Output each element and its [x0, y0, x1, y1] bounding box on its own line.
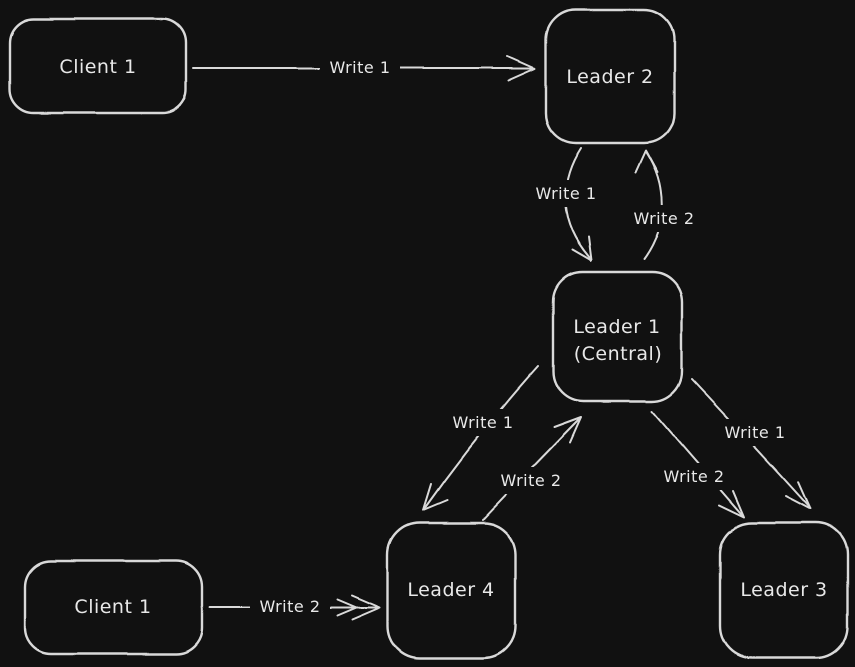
node-box-leader4 [386, 521, 517, 660]
node-label-client1-top: Client 1 [59, 56, 136, 78]
arrowhead-leader1-leader4-icon [422, 483, 448, 511]
arrowhead-leader1-leader3-w1-icon [785, 481, 812, 510]
edge-label-leader1-leader3-w2: Write 2 [663, 467, 724, 486]
node-label-leader3: Leader 3 [740, 579, 827, 601]
edge-label-bg-leader1-leader3-w2 [654, 463, 734, 490]
edge-label-client1-leader4: Write 2 [259, 597, 320, 616]
edge-label-bg-client1-leader4 [250, 593, 330, 620]
sketch-layer [8, 8, 850, 660]
edge-label-leader2-leader1: Write 1 [535, 184, 596, 203]
node-label-leader2: Leader 2 [566, 66, 653, 88]
node-label-client1-bottom: Client 1 [74, 596, 151, 618]
node-label-leader4: Leader 4 [407, 579, 494, 601]
edge-label-leader1-leader3-w1: Write 1 [724, 423, 785, 442]
node-box-client1-top [8, 17, 188, 115]
label-layer: Write 1 Write 1 Write 2 Write 1 Write 2 … [59, 54, 827, 620]
node-box-client1-bottom [23, 559, 204, 656]
arrowhead-leader2-leader1-icon [572, 236, 593, 262]
edge-label-bg-leader1-leader3-w1 [715, 419, 795, 446]
arrowhead-leader4-leader1-icon [553, 416, 582, 443]
arrowhead-leader1-leader2-icon [635, 150, 659, 174]
edge-label-leader1-leader4: Write 1 [452, 413, 513, 432]
arrowhead-client1-leader4-icon [351, 594, 381, 620]
node-box-leader2 [544, 8, 676, 145]
edge-label-bg-leader1-leader2 [624, 205, 704, 232]
edge-label-bg-client1-leader2 [320, 54, 400, 81]
node-sublabel-leader1: (Central) [574, 343, 663, 365]
edge-label-bg-leader1-leader4 [443, 409, 523, 436]
node-box-leader1 [551, 270, 684, 403]
arrowhead-client1-leader2-icon [507, 55, 536, 81]
edge-label-leader4-leader1: Write 2 [500, 471, 561, 490]
edge-label-client1-leader2: Write 1 [329, 58, 390, 77]
edge-label-leader1-leader2: Write 2 [633, 209, 694, 228]
node-label-leader1: Leader 1 [573, 316, 660, 338]
arrowhead-leader1-leader3-w2-icon [718, 490, 745, 518]
arrowhead-client1-leader4-inner-icon [336, 598, 357, 616]
edge-label-bg-leader4-leader1 [491, 467, 571, 494]
edge-label-bg-leader2-leader1 [526, 180, 606, 207]
node-box-leader3 [718, 521, 850, 660]
